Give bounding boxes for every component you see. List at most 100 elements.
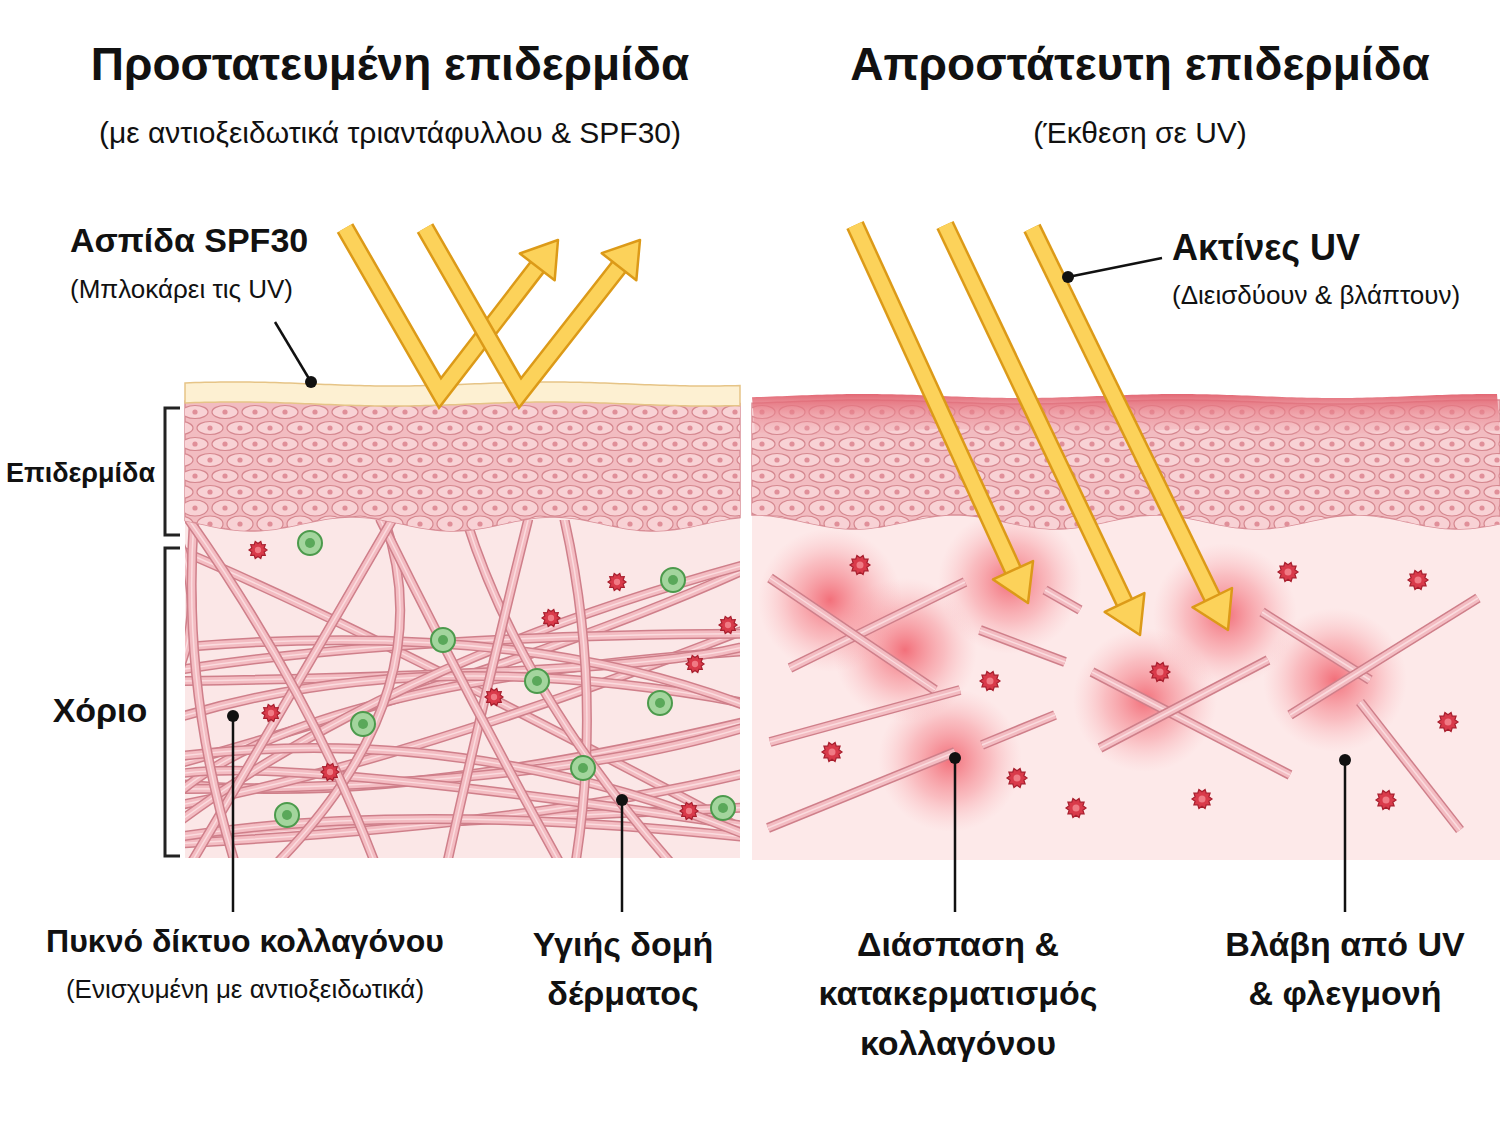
art-part [1029,441,1034,446]
art-part [1044,521,1049,526]
art-part [1179,441,1184,446]
callout-title: Ακτίνες UV [1172,226,1360,269]
art-part [252,409,257,414]
art-part [557,454,583,467]
art-part [717,425,722,430]
art-part [497,516,523,532]
art-part [632,500,658,516]
art-part [1214,486,1240,499]
art-part [1494,489,1499,494]
art-part [924,489,929,494]
callout-note: (Ενισχυμένη με αντιοξειδωτικά) [66,974,424,1005]
art-part [565,520,587,858]
art-part [305,376,317,388]
art-part [1224,489,1229,494]
art-part [372,441,377,446]
art-part [1244,516,1270,532]
art-part [522,473,527,478]
art-part [770,578,935,690]
art-part [1104,457,1109,462]
art-part [597,425,602,430]
art-part [1269,505,1274,510]
art-part [1194,457,1199,462]
art-part [1134,489,1139,494]
art-part [422,500,448,516]
art-part [567,521,572,526]
art-part [1284,521,1289,526]
art-part [1364,454,1390,467]
art-part [1119,441,1124,446]
art-part [165,408,180,535]
art-part [232,716,235,912]
art-part [237,457,242,462]
art-part [707,486,733,499]
art-part [527,486,553,499]
art-part [287,516,313,532]
art-part [627,457,632,462]
art-part [491,694,497,700]
art-part [849,505,854,510]
spf-shield [185,382,740,406]
art-part [854,486,880,499]
art-part [1404,521,1409,526]
art-part [642,473,647,478]
panel-subtitle: (Έκθεση σε UV) [850,114,1430,152]
art-part [237,489,242,494]
art-part [512,470,538,483]
art-part [655,698,665,708]
art-part [627,521,632,526]
art-part [632,438,658,451]
art-part [719,406,745,419]
art-part [1194,521,1199,526]
art-part [809,438,835,451]
art-part [1360,702,1460,830]
art-part [869,500,895,516]
art-part [989,470,1015,483]
art-part [212,406,238,419]
art-part [302,406,328,419]
art-part [1079,470,1105,483]
art-part [432,409,437,414]
art-part [342,441,347,446]
art-part [718,803,728,813]
reflected-uv-arrows [345,228,640,393]
art-part [617,516,643,532]
art-part [462,505,467,510]
art-part [407,454,433,467]
art-part [1104,521,1109,526]
art-part [1424,454,1450,467]
art-part [197,422,223,435]
art-part [661,568,685,592]
art-part [1379,470,1405,483]
art-part [1209,505,1214,510]
art-part [1374,521,1379,526]
art-part [387,457,392,462]
art-part [657,457,662,462]
art-part [1029,473,1034,478]
art-part [578,763,588,773]
art-part [729,473,734,478]
art-part [909,441,914,446]
art-part [1194,489,1199,494]
art-part [770,690,960,742]
art-part [267,457,272,462]
art-part [1066,798,1086,817]
art-part [1499,470,1500,483]
art-part [1214,516,1240,532]
art-part [242,406,268,419]
art-part [980,671,1000,690]
art-part [447,521,452,526]
art-part [571,756,595,780]
art-part [717,457,722,462]
art-part [1290,598,1478,715]
art-part [582,505,587,510]
art-part [1409,470,1435,483]
art-part [542,500,568,516]
art-part [282,810,292,820]
art-part [387,489,392,494]
art-part [332,500,358,516]
art-part [794,516,820,532]
art-part [1494,521,1499,526]
art-part [849,441,854,446]
art-part [522,441,527,446]
